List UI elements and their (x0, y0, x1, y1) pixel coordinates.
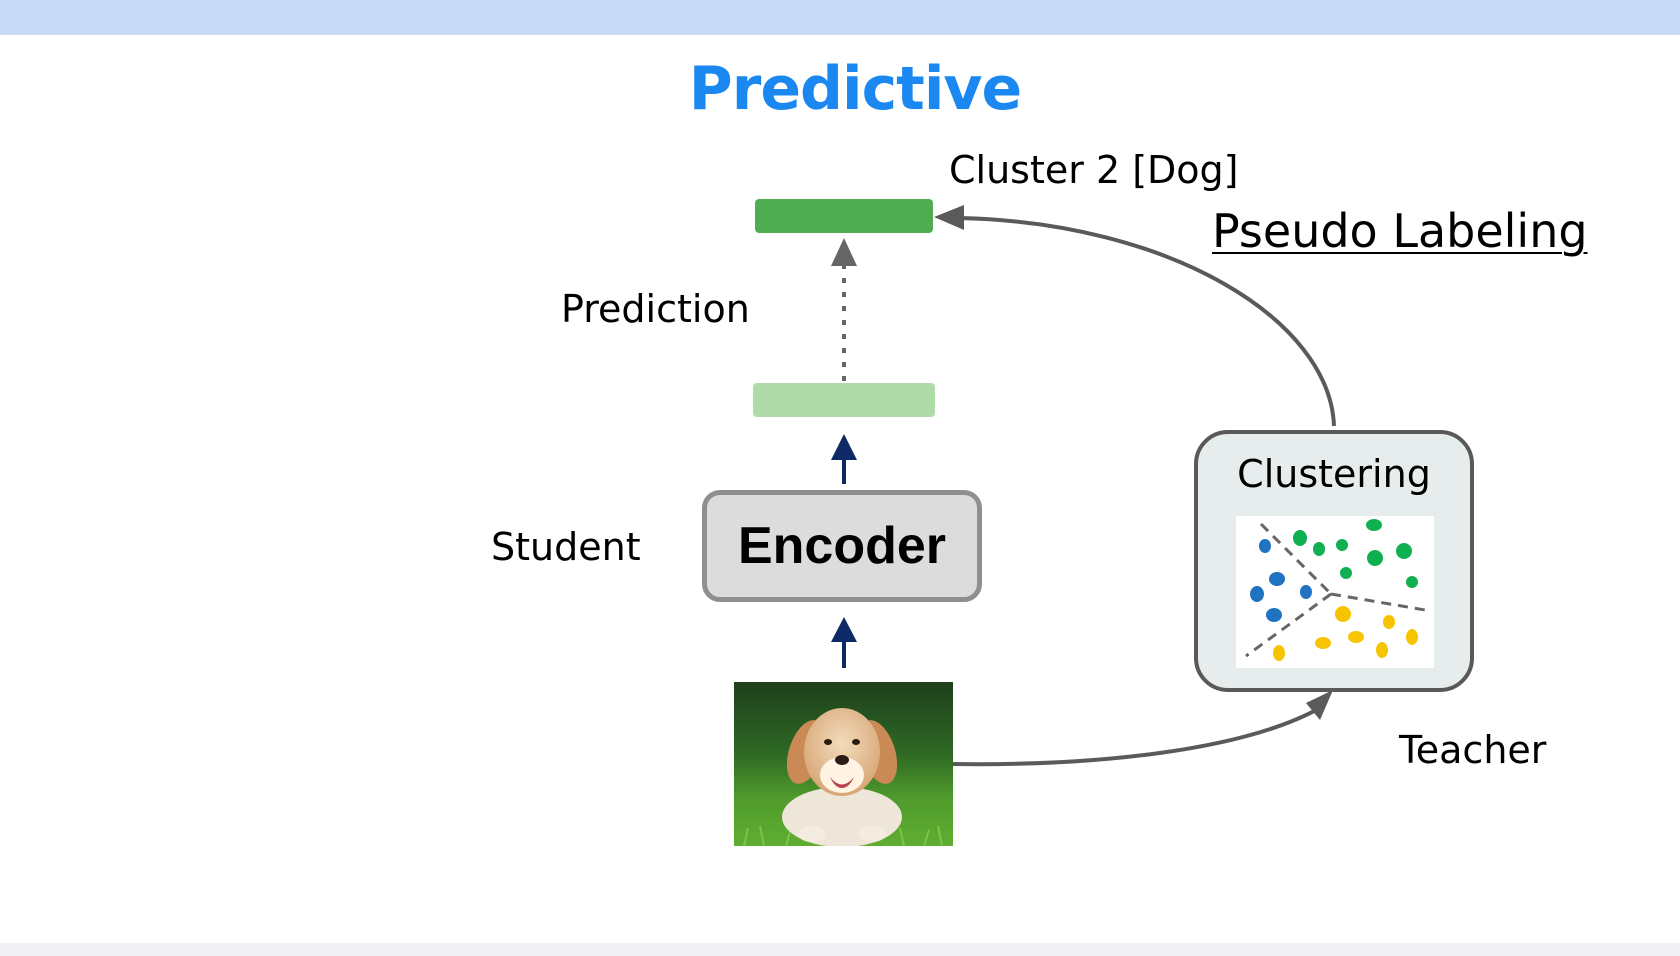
dog-mouth (830, 777, 854, 788)
dog-eye (852, 739, 860, 745)
data-point (1367, 550, 1383, 566)
data-point (1366, 519, 1382, 531)
data-point (1300, 585, 1312, 599)
data-point (1315, 637, 1331, 649)
dog-photo (734, 682, 953, 846)
target-cluster-bar (755, 199, 933, 233)
data-point (1396, 543, 1412, 559)
prediction-bar (753, 383, 935, 417)
clustering-title: Clustering (1237, 452, 1431, 496)
data-point (1266, 608, 1282, 622)
data-point (1376, 642, 1388, 658)
data-point (1348, 631, 1364, 643)
data-point (1336, 539, 1348, 551)
data-point (1269, 572, 1285, 586)
data-point (1335, 606, 1351, 622)
data-point (1273, 645, 1285, 661)
grass-blades (743, 825, 943, 846)
dog-muzzle (820, 757, 864, 793)
data-point (1313, 542, 1325, 556)
encoder-box: Encoder (702, 490, 982, 602)
dog-eye (824, 739, 832, 745)
encoder-label: Encoder (737, 517, 947, 575)
yellow-points (1273, 606, 1418, 661)
dog-nose (835, 755, 849, 765)
cluster-label: Cluster 2 [Dog] (949, 148, 1239, 192)
dog-paw (858, 826, 886, 842)
teacher-label: Teacher (1399, 728, 1547, 772)
student-label: Student (491, 525, 641, 569)
dog-paw (798, 826, 826, 842)
cluster-boundaries (1245, 522, 1432, 658)
data-point (1340, 567, 1352, 579)
data-point (1406, 576, 1418, 588)
pseudo-labeling-label: Pseudo Labeling (1212, 204, 1588, 258)
clustering-box: Clustering (1194, 430, 1474, 692)
data-point (1383, 615, 1395, 629)
dog-figure (782, 708, 902, 846)
scatter-background (1236, 516, 1434, 668)
data-point (1250, 586, 1264, 602)
boundary-line (1245, 592, 1332, 658)
cluster-scatter-plot (1236, 516, 1434, 668)
green-points (1293, 519, 1418, 588)
data-point (1406, 629, 1418, 645)
slide-title: Predictive (688, 54, 1022, 124)
blue-points (1250, 539, 1312, 622)
data-point (1259, 539, 1271, 553)
prediction-label: Prediction (561, 287, 750, 331)
data-point (1293, 530, 1307, 546)
top-bar (0, 0, 1680, 35)
